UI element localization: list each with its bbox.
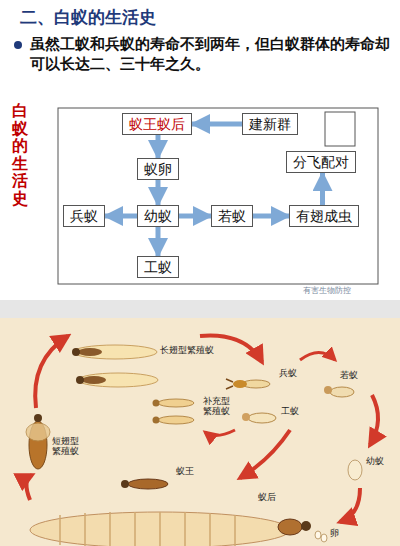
figure-label: 蚁后	[258, 492, 276, 502]
figure-label: 蚁王	[176, 466, 194, 476]
flow-arrow	[253, 214, 289, 219]
box-text: 建新群	[243, 116, 297, 132]
vertical-heading: 白蚁的生活史	[12, 102, 28, 208]
figure-label: 短翅型繁殖蚁	[52, 436, 82, 456]
process-box: 分飞配对	[286, 151, 356, 173]
process-box: 兵蚁	[63, 205, 105, 227]
box-text: 若蚁	[212, 208, 252, 224]
box-text: 蚁卵	[138, 161, 178, 177]
flow-arrow	[105, 214, 137, 219]
flow-arrow	[179, 214, 211, 219]
bullet-text: 虽然工蚁和兵蚁的寿命不到两年，但白蚁群体的寿命却可以长达二、三十年之久。	[30, 34, 392, 75]
figure-label: 长翅型繁殖蚁	[160, 345, 214, 355]
figure-label: 卵	[330, 528, 339, 538]
flow-arrow	[320, 173, 325, 205]
process-box: 蚁王蚁后	[122, 113, 192, 135]
process-box: 若蚁	[211, 205, 253, 227]
flow-arrow	[156, 227, 161, 256]
box-text: 工蚁	[138, 259, 178, 275]
flow-arrow	[156, 135, 161, 158]
box-text: 有翅成虫	[290, 208, 358, 224]
figure-label: 幼蚁	[366, 456, 384, 466]
figure-label: 补充型繁殖蚁	[203, 396, 233, 416]
box-text: 分飞配对	[287, 154, 355, 170]
process-box: 幼蚁	[137, 205, 179, 227]
slide-title: 二、白蚁的生活史	[20, 6, 156, 29]
box-text: 兵蚁	[64, 208, 104, 224]
process-box: 蚁卵	[137, 158, 179, 180]
flow-arrow	[192, 122, 242, 127]
process-box: 建新群	[242, 113, 298, 135]
figure-label: 兵蚁	[279, 368, 297, 378]
figure-label: 若蚁	[340, 370, 358, 380]
box-text: 蚁王蚁后	[123, 116, 191, 132]
box-text: 幼蚁	[138, 208, 178, 224]
process-box: 工蚁	[137, 256, 179, 278]
process-box: 有翅成虫	[289, 205, 359, 227]
figure-label: 有害生物防控	[303, 286, 351, 296]
flow-arrow	[156, 180, 161, 205]
figure-label: 工蚁	[281, 406, 299, 416]
